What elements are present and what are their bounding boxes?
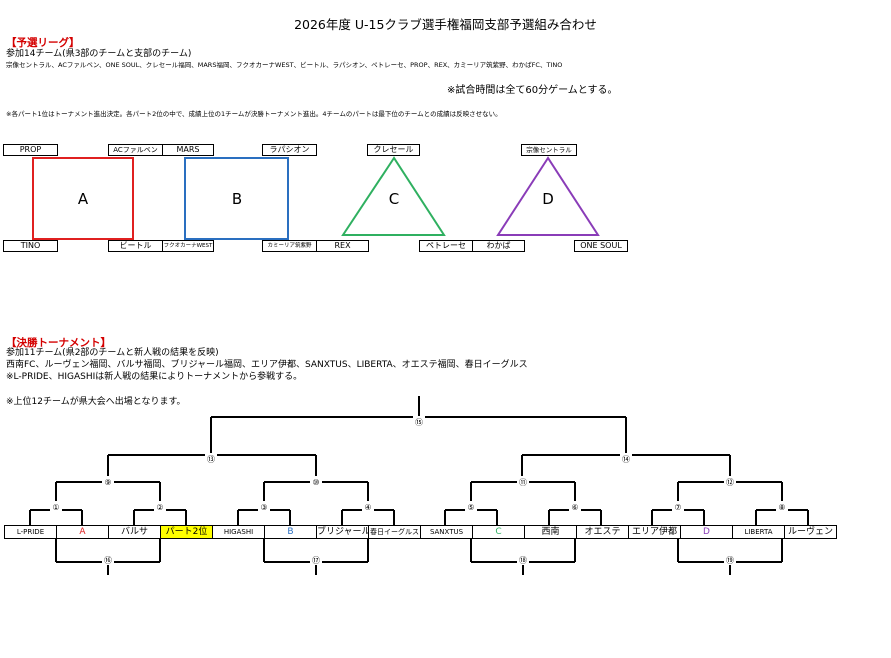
- match-number-bg: [517, 554, 529, 565]
- tournament-slot: ブリジャール: [316, 525, 368, 539]
- match-time-note: ※試合時間は全て60分ゲームとする。: [447, 85, 618, 96]
- group-c-label: C: [389, 190, 399, 208]
- team-box-fukuokana: フクオカーナWEST: [162, 240, 214, 252]
- match-number: ⑩: [312, 478, 319, 487]
- team-box-munakata: 宗像セントラル: [521, 144, 577, 156]
- match-number-bg: [258, 501, 270, 512]
- tournament-slot: LIBERTA: [732, 525, 784, 539]
- team-box-kresel: クレセール: [367, 144, 420, 156]
- match-number: ④: [364, 503, 371, 512]
- tournament-slot: D: [680, 525, 732, 539]
- match-number-bg: [154, 501, 166, 512]
- match-number: ⑥: [571, 503, 578, 512]
- final-heading: 【決勝トーナメント】: [6, 337, 111, 349]
- match-number: ⑦: [674, 503, 681, 512]
- team-box-mars: MARS: [162, 144, 214, 156]
- match-number: ⑲: [726, 556, 734, 565]
- match-number: ⑯: [104, 556, 112, 565]
- tournament-slot: B: [264, 525, 316, 539]
- tournament-slot: A: [56, 525, 108, 539]
- team-box-tino: TINO: [3, 240, 58, 252]
- final-teams-line: 西南FC、ルーヴェン福岡、バルサ福岡、ブリジャール福岡、エリア伊都、SANXTU…: [6, 360, 528, 370]
- match-number: ⑤: [467, 503, 474, 512]
- tournament-slot: 春日イーグルス: [368, 525, 420, 539]
- group-d-triangle: [496, 156, 600, 236]
- seed-note: ※L-PRIDE、HIGASHIは新人戦の結果によりトーナメントから参戦する。: [6, 372, 303, 382]
- match-number: ⑮: [415, 418, 423, 427]
- group-c-triangle: [341, 156, 446, 236]
- tournament-slot: L-PRIDE: [4, 525, 56, 539]
- team-box-beetle: ビートル: [108, 240, 163, 252]
- match-number-bg: [724, 554, 736, 565]
- match-number: ③: [260, 503, 267, 512]
- match-number-bg: [310, 476, 322, 487]
- tournament-slot: C: [472, 525, 524, 539]
- match-number-bg: [569, 501, 581, 512]
- match-number: ⑰: [312, 556, 320, 565]
- group-a-label: A: [78, 190, 89, 208]
- tournament-slot: SANXTUS: [420, 525, 472, 539]
- page-title: 2026年度 U-15クラブ選手権福岡支部予選組み合わせ: [294, 17, 597, 32]
- match-number: ⑭: [622, 455, 630, 464]
- group-b-label: B: [232, 190, 242, 208]
- match-number: ⑧: [778, 503, 785, 512]
- match-number-bg: [724, 476, 736, 487]
- tournament-slot: HIGASHI: [212, 525, 264, 539]
- team-box-rapasion: ラパシオン: [262, 144, 317, 156]
- team-box-wakaba: わかば: [472, 240, 525, 252]
- match-number-bg: [102, 476, 114, 487]
- match-number-bg: [776, 501, 788, 512]
- match-number-bg: [620, 453, 632, 464]
- prelim-heading: 【予選リーグ】: [6, 37, 80, 49]
- prelim-participants: 参加14チーム(県3部のチームと支部のチーム): [6, 49, 192, 59]
- tournament-slot: オエステ: [576, 525, 628, 539]
- match-number: ⑨: [104, 478, 111, 487]
- match-number-bg: [102, 554, 114, 565]
- match-number: ⑬: [207, 455, 215, 464]
- tournament-slot: 西南: [524, 525, 576, 539]
- group-b-square: [184, 157, 289, 240]
- prelim-teams-line: 宗像セントラル、ACファルベン、ONE SOUL、クレセール福岡、MARS福岡、…: [6, 61, 563, 69]
- match-number: ⑫: [726, 478, 734, 487]
- match-number: ①: [52, 503, 59, 512]
- tournament-slot: パート2位: [160, 525, 212, 539]
- match-number-bg: [310, 554, 322, 565]
- tournament-slot: ルーヴェン: [784, 525, 837, 539]
- match-number-bg: [205, 453, 217, 464]
- group-d-label: D: [542, 190, 554, 208]
- team-box-rex: REX: [316, 240, 369, 252]
- match-number-bg: [672, 501, 684, 512]
- qualify-note: ※上位12チームが県大会へ出場となります。: [6, 397, 186, 407]
- advancement-note: ※各パート1位はトーナメント進出決定。各パート2位の中で、成績上位の1チームが決…: [6, 110, 502, 118]
- match-number-bg: [50, 501, 62, 512]
- match-number-bg: [517, 476, 529, 487]
- final-participants: 参加11チーム(県2部のチームと新人戦の結果を反映): [6, 348, 219, 358]
- team-box-onesoul: ONE SOUL: [574, 240, 628, 252]
- match-number-bg: [362, 501, 374, 512]
- match-number: ⑱: [519, 556, 527, 565]
- tournament-slot: エリア伊都: [628, 525, 680, 539]
- tournament-slot: バルサ: [108, 525, 160, 539]
- group-a-square: [32, 157, 134, 240]
- match-number: ②: [156, 503, 163, 512]
- match-number-bg: [465, 501, 477, 512]
- team-box-prop: PROP: [3, 144, 58, 156]
- match-number: ⑪: [519, 478, 527, 487]
- match-number-bg: [413, 416, 425, 427]
